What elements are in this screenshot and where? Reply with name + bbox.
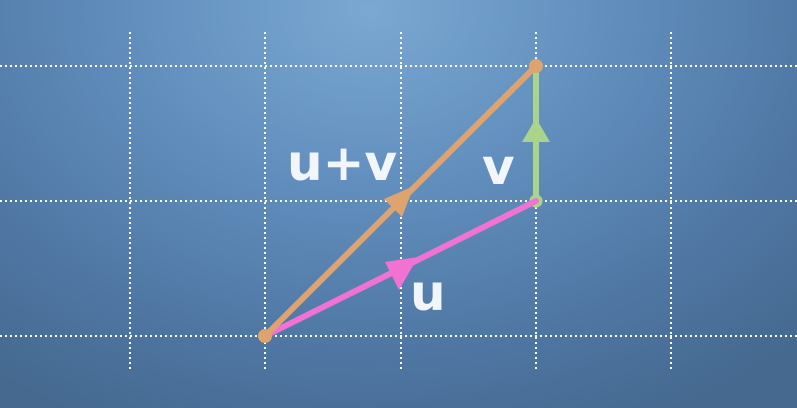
label-v: v <box>482 138 515 196</box>
vector-v-arrowhead <box>522 118 550 142</box>
vector-sum-arrowhead <box>384 186 414 217</box>
vector-u-arrowhead <box>385 257 418 290</box>
label-u: u <box>410 264 446 322</box>
origin-point <box>258 329 272 343</box>
vector-v <box>522 63 550 208</box>
vector-sum <box>258 59 543 343</box>
vector-u <box>262 198 539 339</box>
vector-sum-end-point <box>529 59 543 73</box>
label-sum: u+v <box>287 134 397 192</box>
